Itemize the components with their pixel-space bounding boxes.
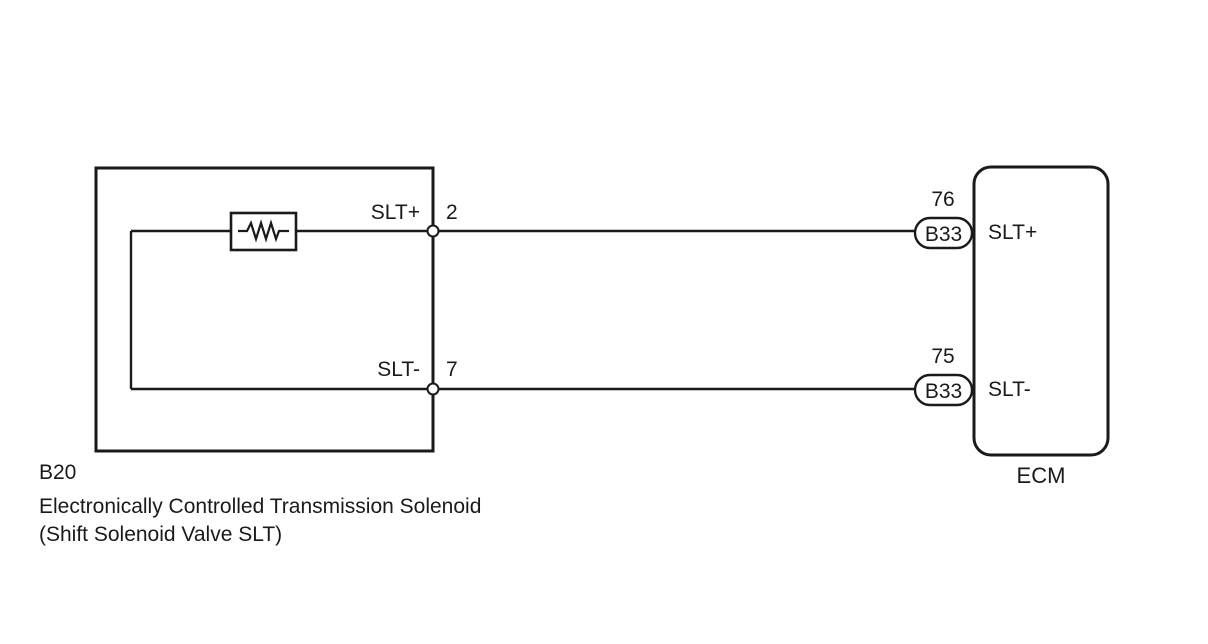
signal-label-slt-plus: SLT+ — [371, 201, 420, 224]
terminal-2-icon — [426, 224, 440, 238]
pin-label-75: 75 — [931, 345, 954, 368]
signal-label-slt-minus: SLT- — [377, 358, 420, 381]
resistor-icon — [229, 211, 298, 252]
ecm-signal-label-slt-plus: SLT+ — [988, 221, 1037, 244]
ecm-box — [972, 165, 1110, 457]
component-subname: (Shift Solenoid Valve SLT) — [39, 523, 282, 546]
component-code: B20 — [39, 461, 76, 484]
pin-label-2: 2 — [446, 201, 458, 224]
connector-label: B33 — [925, 223, 962, 246]
pin-label-7: 7 — [446, 358, 458, 381]
ecm-signal-label-slt-minus: SLT- — [988, 378, 1031, 401]
pin-label-76: 76 — [931, 188, 954, 211]
connector-b33-bottom: B33 — [913, 373, 974, 407]
solenoid-housing — [94, 166, 435, 453]
component-name: Electronically Controlled Transmission S… — [39, 495, 481, 518]
connector-b33-top: B33 — [913, 216, 974, 250]
connector-label: B33 — [925, 380, 962, 403]
ecm-label: ECM — [1017, 463, 1066, 488]
terminal-7-icon — [426, 382, 440, 396]
